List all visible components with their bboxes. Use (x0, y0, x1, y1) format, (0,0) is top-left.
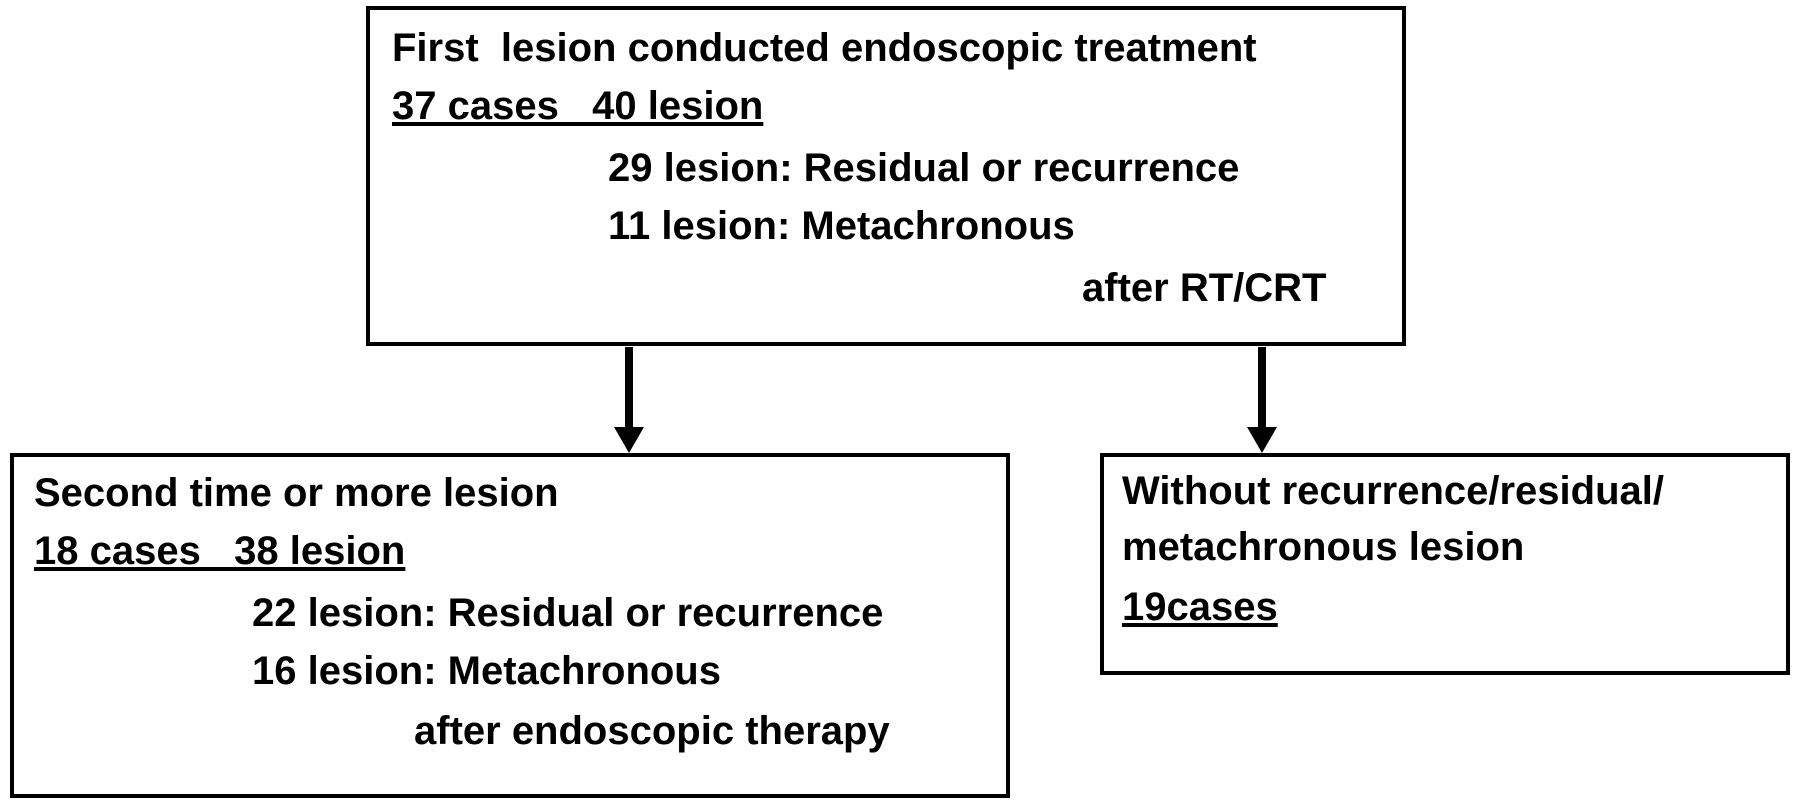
arrow-shaft (1258, 347, 1266, 427)
first-lesion-detail-residual: 29 lesion: Residual or recurrence (608, 146, 1240, 190)
node-first-lesion: First lesion conducted endoscopic treatm… (366, 6, 1406, 346)
node-second-lesion: Second time or more lesion 18 cases 38 l… (10, 453, 1010, 798)
without-recurrence-title-line-1: Without recurrence/residual/ (1122, 469, 1664, 513)
arrow-shaft (625, 347, 633, 427)
second-lesion-detail-residual: 22 lesion: Residual or recurrence (252, 591, 884, 635)
second-lesion-detail-metachronous: 16 lesion: Metachronous (252, 649, 721, 693)
arrow-head-icon (614, 427, 644, 453)
arrow-first-to-second (614, 347, 644, 453)
node-without-recurrence: Without recurrence/residual/ metachronou… (1100, 453, 1790, 675)
second-lesion-title: Second time or more lesion (34, 471, 559, 515)
arrow-first-to-without (1247, 347, 1277, 453)
second-lesion-detail-after: after endoscopic therapy (414, 709, 890, 753)
first-lesion-counts: 37 cases 40 lesion (392, 84, 764, 128)
without-recurrence-title-line-2: metachronous lesion (1122, 525, 1525, 569)
first-lesion-detail-after: after RT/CRT (1082, 266, 1327, 310)
without-recurrence-counts: 19cases (1122, 585, 1278, 629)
arrow-head-icon (1247, 427, 1277, 453)
first-lesion-detail-metachronous: 11 lesion: Metachronous (608, 204, 1075, 248)
first-lesion-title: First lesion conducted endoscopic treatm… (392, 26, 1257, 70)
second-lesion-counts: 18 cases 38 lesion (34, 529, 406, 573)
